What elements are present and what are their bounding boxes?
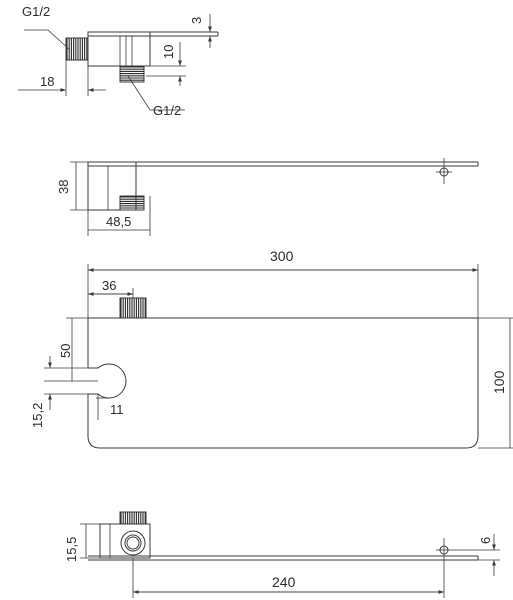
mounting-hole-bottom <box>436 538 452 566</box>
inlet-thread <box>65 37 89 61</box>
dim-inlet-length: 18 <box>40 74 54 89</box>
valve-body <box>87 31 151 67</box>
dim-total-length: 300 <box>270 248 294 264</box>
dim-hole-distance: 240 <box>272 574 296 590</box>
side-fitting <box>119 195 145 211</box>
dim-outlet-position: 36 <box>102 278 116 293</box>
pipe-outer <box>120 530 146 556</box>
shelf-outline <box>87 317 479 449</box>
dim-side-height: 38 <box>56 180 71 194</box>
front-fitting <box>119 297 147 319</box>
dim-outlet-offset: 10 <box>161 45 176 59</box>
outlet-thread <box>119 65 145 83</box>
dim-slot-position: 50 <box>58 344 73 358</box>
dim-hole-offset: 6 <box>478 537 493 544</box>
dim-slot-radius: 11 <box>110 402 124 417</box>
dim-bottom-body-height: 15,5 <box>64 537 79 562</box>
dim-slot-width: 15,2 <box>30 403 45 428</box>
dim-side-body-width: 48,5 <box>106 214 131 229</box>
bottom-top-fitting <box>119 511 147 525</box>
thread-label-outlet: G1/2 <box>153 103 181 118</box>
dim-plate-thickness: 3 <box>189 17 204 24</box>
thread-label-inlet: G1/2 <box>22 4 50 19</box>
front-view: 300 36 50 100 15,2 11 <box>30 248 513 449</box>
dim-front-depth: 100 <box>491 370 507 394</box>
top-view: G1/2 G1/2 3 10 18 <box>18 4 219 118</box>
pipe-inner <box>124 534 142 552</box>
side-view: 38 48,5 <box>56 158 479 236</box>
mounting-hole-side <box>436 158 452 184</box>
bottom-view: 15,5 6 240 <box>64 511 500 598</box>
side-body <box>87 161 137 211</box>
